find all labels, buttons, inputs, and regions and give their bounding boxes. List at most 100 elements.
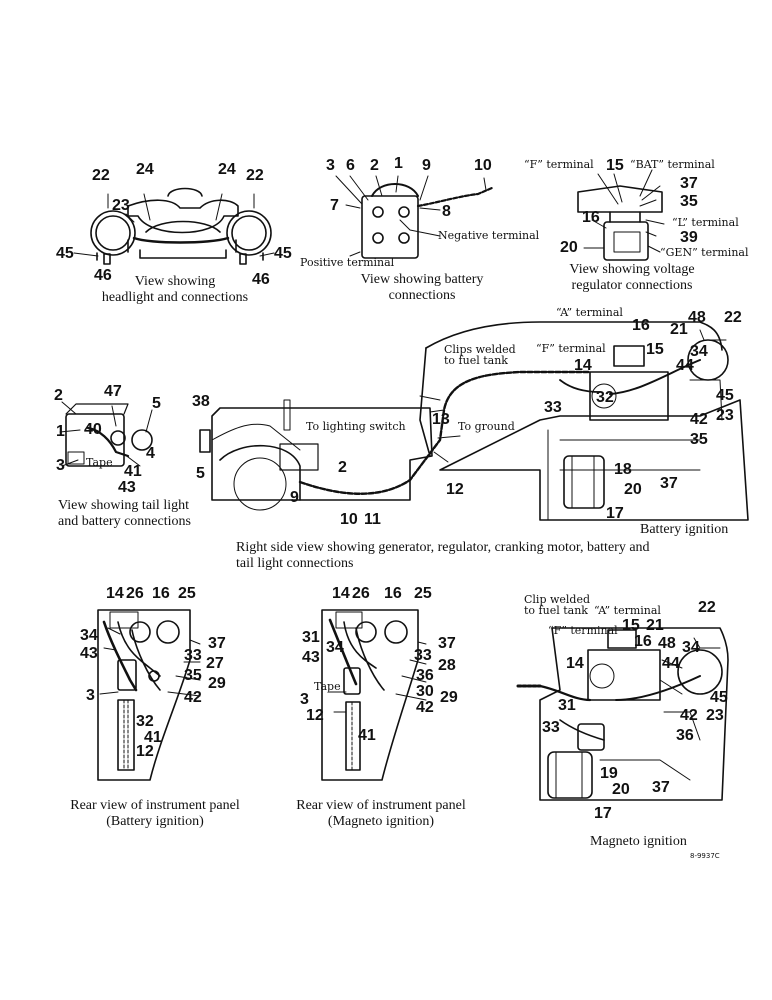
regulator-magneto [607,629,637,649]
callout-36: 36 [676,727,694,744]
positive-terminal-label: Positive terminal [300,256,395,269]
callout-37: 37 [680,175,698,192]
caption-tail-light: View showing tail light and battery conn… [58,498,191,529]
generator [589,371,669,421]
callout-28: 28 [438,657,456,674]
callout-34: 34 [690,343,708,360]
caption-rear-panel-battery: Rear view of instrument panel (Battery i… [70,798,240,829]
caption-battery-ignition: Battery ignition [640,522,729,537]
callout-9: 9 [290,489,299,506]
callout-34: 34 [326,639,344,656]
callout-33: 33 [184,647,202,664]
callout-24: 24 [136,161,154,178]
callout-15: 15 [606,157,624,174]
fender-body [211,407,433,501]
caption-right-side: Right side view showing generator, regul… [236,540,650,571]
regulator-base [603,221,649,261]
callout-30: 30 [416,683,434,700]
callout-17: 17 [594,805,612,822]
callout-24: 24 [218,161,236,178]
callout-37: 37 [208,635,226,652]
callout-2: 2 [370,157,379,174]
callout-42: 42 [416,699,434,716]
cranking-motor-magneto [547,751,593,799]
callout-18: 18 [614,461,632,478]
callout-17: 17 [606,505,624,522]
rear-panel-magneto-drawing [321,609,427,781]
grille-shroud [127,199,239,234]
callout-1: 1 [56,423,65,440]
right-headlight [226,210,272,256]
regulator-cover [577,185,663,213]
callout-34: 34 [682,639,700,656]
callout-44: 44 [662,655,680,672]
callout-19: 19 [600,765,618,782]
callout-5: 5 [152,395,161,412]
fuel-tank [425,321,723,351]
callout-6: 6 [346,157,355,174]
callout-31: 31 [558,697,576,714]
callout-37: 37 [652,779,670,796]
caption-headlight: View showing headlight and connections [101,274,249,305]
left-headlight [90,210,136,256]
engine-block [439,399,749,521]
callout-46: 46 [252,271,270,288]
tail-light-drawing [59,401,153,467]
callout-14: 14 [106,585,124,602]
callout-22: 22 [698,599,716,616]
ignition-switch [117,659,137,691]
to-lighting-switch-label: To lighting switch [306,420,406,433]
callout-20: 20 [560,239,578,256]
callout-16: 16 [152,585,170,602]
callout-12: 12 [136,743,154,760]
callout-15: 15 [646,341,664,358]
a-terminal-label: “A” terminal [594,604,661,617]
battery-case [361,195,419,259]
callout-3: 3 [56,457,65,474]
callout-25: 25 [414,585,432,602]
tractor-right-side-drawing [199,321,749,521]
engine-outline-magneto [539,627,729,801]
clips-welded-label: Clips welded to fuel tank [444,343,516,367]
callout-10: 10 [474,157,492,174]
l-terminal-label: “L” terminal [672,216,739,229]
callout-16: 16 [634,633,652,650]
instrument-panel-outline [97,609,191,781]
main-harness [298,370,592,495]
callout-8: 8 [442,203,451,220]
tape-label: Tape [86,456,113,469]
callout-22: 22 [92,167,110,184]
callout-3: 3 [300,691,309,708]
callout-39: 39 [680,229,698,246]
callout-7: 7 [330,197,339,214]
caption-regulator: View showing voltage regulator connectio… [569,262,695,293]
callout-45: 45 [274,245,292,262]
caption-rear-panel-magneto: Rear view of instrument panel (Magneto i… [296,798,466,829]
instrument-panel-outline-magneto [321,609,419,781]
callout-34: 34 [80,627,98,644]
voltage-regulator-drawing [577,169,665,261]
rear-panel-battery-drawing [97,609,201,781]
callout-45: 45 [710,689,728,706]
gauge [156,620,180,644]
callout-42: 42 [690,411,708,428]
headlight-magneto [677,649,723,695]
callout-13: 13 [432,411,450,428]
callout-23: 23 [112,197,130,214]
bat-terminal-label: “BAT” terminal [630,158,715,171]
callout-25: 25 [178,585,196,602]
callout-42: 42 [184,689,202,706]
callout-23: 23 [716,407,734,424]
callout-26: 26 [126,585,144,602]
callout-15: 15 [622,617,640,634]
callout-29: 29 [208,675,226,692]
callout-46: 46 [94,267,112,284]
f-terminal-label: “F” terminal [524,158,594,171]
callout-45: 45 [716,387,734,404]
callout-42: 42 [680,707,698,724]
caption-battery: View showing battery connections [360,272,484,303]
callout-23: 23 [706,707,724,724]
rear-wheel-arch [219,444,301,501]
callout-36: 36 [416,667,434,684]
magneto [577,723,605,751]
